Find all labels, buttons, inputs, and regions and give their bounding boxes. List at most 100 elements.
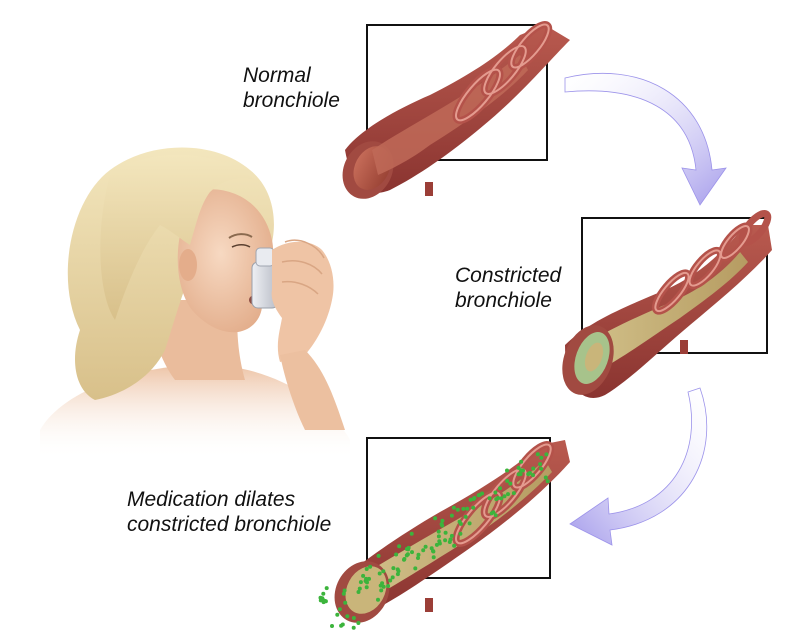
label-constricted-line-2: bronchiole (455, 289, 552, 312)
medication-particle (543, 475, 548, 480)
medication-particle (357, 586, 362, 591)
bronchiole-normal (342, 21, 570, 199)
medication-particle (499, 496, 504, 501)
medication-particle (365, 580, 369, 585)
medication-particle (367, 576, 371, 581)
medication-particle (434, 542, 439, 547)
medication-particle (378, 583, 383, 588)
arrow-normal-to-constricted (564, 72, 727, 206)
medication-particle (436, 534, 441, 539)
person-with-inhaler (40, 147, 350, 460)
medication-particle (457, 519, 462, 524)
label-normal-line-1: Normal (243, 64, 311, 87)
medication-particle (345, 614, 350, 619)
medication-particle (468, 497, 473, 502)
medication-particle (535, 452, 540, 457)
medication-particle (396, 569, 401, 574)
label-medication-line-1: Medication dilates (127, 488, 296, 511)
medication-particle (351, 616, 356, 620)
medication-particle (335, 612, 340, 617)
medication-particle (505, 478, 510, 483)
medication-particle (342, 588, 347, 593)
bronchiole-medication (318, 437, 570, 630)
medication-particle (339, 623, 344, 628)
medication-particle (506, 492, 510, 497)
medication-particle (394, 552, 399, 557)
medication-particle (433, 516, 438, 521)
medication-particle (391, 566, 396, 571)
medication-particle (508, 481, 513, 486)
medication-particle (388, 578, 393, 583)
label-medication-line-2: constricted bronchiole (127, 513, 332, 536)
medication-particle (476, 493, 481, 498)
medication-particle (472, 496, 477, 500)
medication-particle (463, 514, 468, 519)
medication-particle (379, 588, 384, 593)
medication-particle (376, 597, 380, 602)
medication-particle (443, 538, 448, 543)
medication-particle (368, 564, 373, 569)
medication-particle (410, 550, 414, 555)
medication-particle (519, 459, 524, 464)
medication-particle (511, 491, 516, 496)
medication-particle (516, 465, 521, 470)
medication-particle (471, 505, 476, 510)
medication-particle (531, 466, 536, 471)
medication-particle (465, 506, 470, 511)
medication-particle (356, 621, 361, 625)
medication-particle (356, 590, 361, 594)
label-constricted-line-1: Constricted (455, 264, 562, 287)
medication-particle (324, 586, 329, 591)
medication-particle (527, 471, 532, 475)
label-normal-bronchiole: Normal bronchiole (243, 63, 340, 113)
medication-particle (413, 566, 418, 571)
medication-particles (318, 452, 550, 630)
medication-particle (539, 466, 544, 471)
medication-particle (381, 584, 386, 589)
medication-particle (545, 479, 550, 484)
medication-particle (364, 567, 369, 571)
label-normal-line-2: bronchiole (243, 89, 340, 112)
medication-particle (322, 599, 327, 604)
medication-particle (381, 569, 386, 574)
medication-particle (343, 600, 348, 605)
medication-particle (538, 462, 543, 467)
medication-particle (447, 540, 452, 544)
medication-particle (358, 580, 363, 585)
medication-particle (361, 573, 366, 578)
medication-particle (491, 510, 496, 515)
label-constricted-bronchiole: Constricted bronchiole (455, 263, 561, 313)
medication-particle (436, 529, 441, 534)
label-medication-dilates: Medication dilates constricted bronchiol… (127, 487, 331, 537)
medication-particle (467, 521, 472, 526)
medication-particle (493, 513, 498, 518)
medication-particle (416, 552, 421, 557)
medication-particle (421, 548, 426, 553)
medication-particle (405, 552, 410, 557)
medication-particle (431, 555, 436, 560)
medication-particle (437, 539, 442, 544)
medication-particle (505, 468, 509, 473)
medication-particle (406, 547, 411, 552)
medication-particle (449, 533, 454, 538)
medication-particle (351, 625, 356, 630)
medication-particle (493, 490, 498, 495)
medication-particle (498, 486, 502, 491)
medication-particle (330, 624, 334, 628)
medication-particle (451, 505, 456, 510)
medication-particle (364, 585, 369, 590)
medication-particle (544, 452, 549, 457)
medication-particle (480, 491, 485, 496)
medication-particle (531, 473, 535, 478)
medication-particle (455, 507, 460, 512)
medication-particle (416, 556, 420, 560)
medication-particle (539, 455, 544, 460)
medication-particle (364, 576, 369, 581)
medication-particle (377, 571, 382, 576)
medication-particle (409, 531, 414, 536)
medication-particle (440, 518, 445, 523)
medication-particle (376, 553, 381, 558)
medication-particle (502, 494, 507, 499)
medication-particle (461, 506, 466, 511)
